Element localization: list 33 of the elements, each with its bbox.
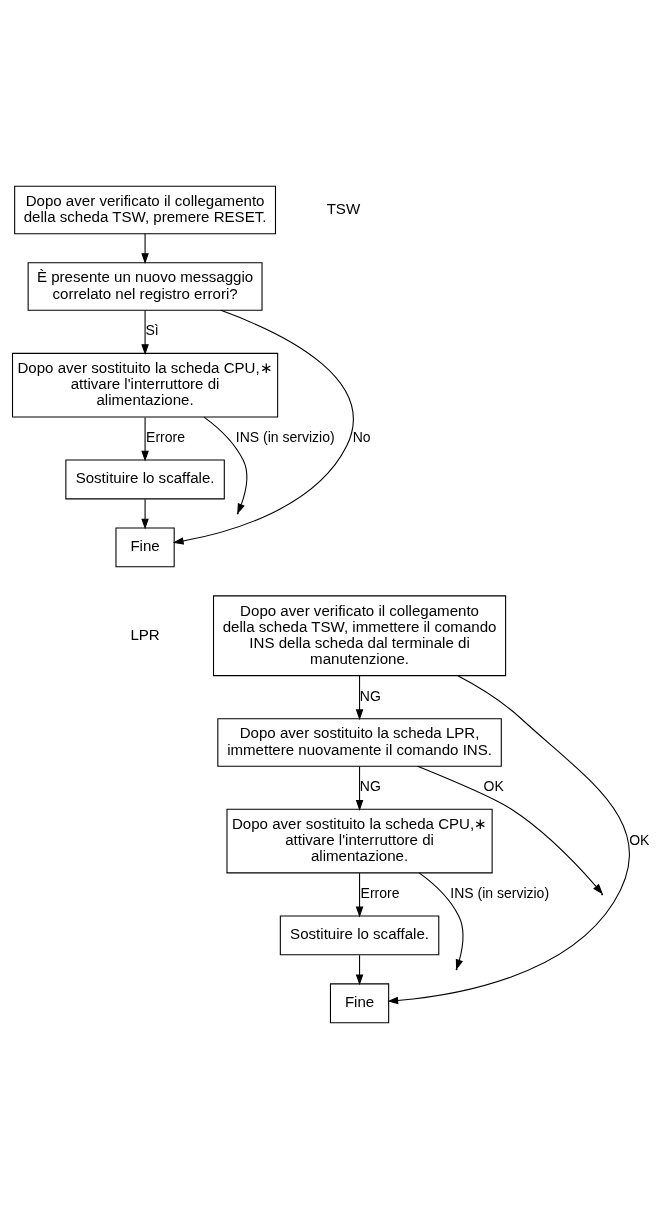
edge-label: Errore bbox=[146, 428, 186, 445]
node-box: Dopo aver verificato il collegamento della scheda TSW, premere RESET. bbox=[14, 185, 277, 234]
arrow bbox=[141, 498, 149, 529]
arrow bbox=[355, 765, 364, 811]
edge-label: INS (in servizio) bbox=[235, 428, 335, 445]
edge-label: No bbox=[352, 428, 371, 445]
label: TSW bbox=[326, 199, 361, 217]
edge-label: Sì bbox=[145, 321, 159, 338]
arrow bbox=[172, 309, 354, 545]
node-box: Dopo aver sostituito la scheda LPR, immettere nuovamente il comando INS. bbox=[217, 717, 502, 767]
arrow bbox=[355, 872, 364, 917]
node-box: Fine bbox=[115, 526, 175, 567]
node-box: Sostituire lo scaffale. bbox=[65, 459, 225, 499]
arrow bbox=[355, 674, 364, 720]
node-box: Dopo aver sostituito la scheda CPU,∗ attivare l'interruttore di alimentazione. bbox=[226, 808, 493, 873]
arrow bbox=[141, 309, 149, 355]
edge-label: NG bbox=[359, 687, 381, 704]
edge-label: Errore bbox=[360, 884, 400, 901]
edge-label: NG bbox=[359, 777, 381, 794]
arrow bbox=[355, 954, 364, 985]
arrow bbox=[141, 416, 149, 461]
arrow bbox=[387, 674, 630, 1004]
node-box: È presente un nuovo messaggio correlato nel registro errori? bbox=[27, 261, 263, 311]
node-box: Sostituire lo scaffale. bbox=[279, 914, 440, 955]
edge-label: INS (in servizio) bbox=[450, 884, 550, 901]
label: LPR bbox=[130, 625, 160, 643]
arrow bbox=[141, 232, 149, 264]
node-box: Fine bbox=[329, 982, 390, 1023]
arrow bbox=[417, 765, 603, 894]
node-box: Dopo aver verificato il collegamento della scheda TSW, immettere il comando INS della scheda dal terminale di manutenzione. bbox=[213, 594, 507, 676]
node-box: Dopo aver sostituito la scheda CPU,∗ attivare l'interruttore di alimentazione. bbox=[11, 352, 279, 417]
edge-label: OK bbox=[483, 777, 504, 794]
edge-label: OK bbox=[629, 831, 650, 848]
